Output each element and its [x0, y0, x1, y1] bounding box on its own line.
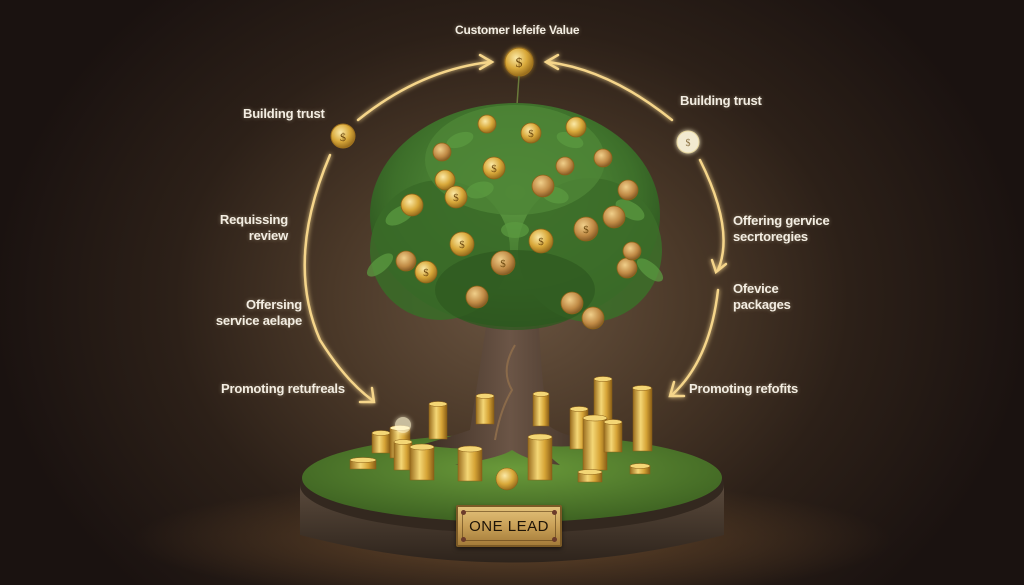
requesting-review-label: Requissing review: [208, 212, 288, 244]
customer-lifetime-value-label: Customer lefeife Value: [455, 23, 580, 37]
label-line: Offering gervice: [733, 213, 830, 228]
rivet: [461, 537, 466, 542]
svg-text:$: $: [491, 163, 497, 175]
svg-text:$: $: [686, 138, 691, 149]
plaque-border: [462, 511, 556, 541]
tree-trunk: [420, 300, 600, 465]
label-line: service aelape: [215, 313, 302, 328]
svg-text:$: $: [340, 130, 346, 144]
one-lead-plaque: ONE LEAD: [456, 505, 562, 547]
offering-service-left-label: Offersing service aelape: [210, 297, 302, 329]
svg-text:$: $: [538, 236, 544, 248]
dollar-coin-icon: $: [676, 130, 700, 154]
dollar-coin-icon: $: [504, 47, 534, 77]
building-trust-right-label: Building trust: [680, 93, 762, 108]
label-line: Offersing: [246, 297, 302, 312]
offering-service-strategies-label: Offering gervice secrtoregies: [733, 213, 830, 245]
svg-text:$: $: [453, 192, 459, 204]
rivet: [552, 510, 557, 515]
promoting-profits-label: Promoting refofits: [689, 381, 799, 396]
rivet: [461, 510, 466, 515]
label-line: Requissing: [219, 212, 288, 227]
label-line: review: [248, 228, 288, 243]
label-line: packages: [733, 297, 791, 312]
svg-text:$: $: [459, 239, 465, 251]
service-packages-label: Ofevice packages: [733, 281, 791, 313]
label-line: Ofevice: [733, 281, 779, 296]
svg-text:$: $: [423, 267, 429, 279]
plaque-text: ONE LEAD: [469, 517, 549, 535]
building-trust-left-label: Building trust: [243, 106, 325, 121]
dollar-coin-icon: $: [330, 123, 356, 149]
money-tree-icon: $ $ $ $ $ $ $ $: [366, 103, 664, 330]
cycle-arrow-icon: [303, 53, 728, 404]
label-line: secrtoregies: [733, 229, 808, 244]
svg-text:$: $: [583, 224, 589, 236]
coin-stack-icon: [349, 376, 653, 491]
svg-text:$: $: [528, 128, 534, 140]
rivet: [552, 537, 557, 542]
svg-text:$: $: [500, 258, 506, 270]
promoting-referrals-label: Promoting retufreals: [221, 381, 345, 396]
svg-text:$: $: [516, 56, 523, 71]
